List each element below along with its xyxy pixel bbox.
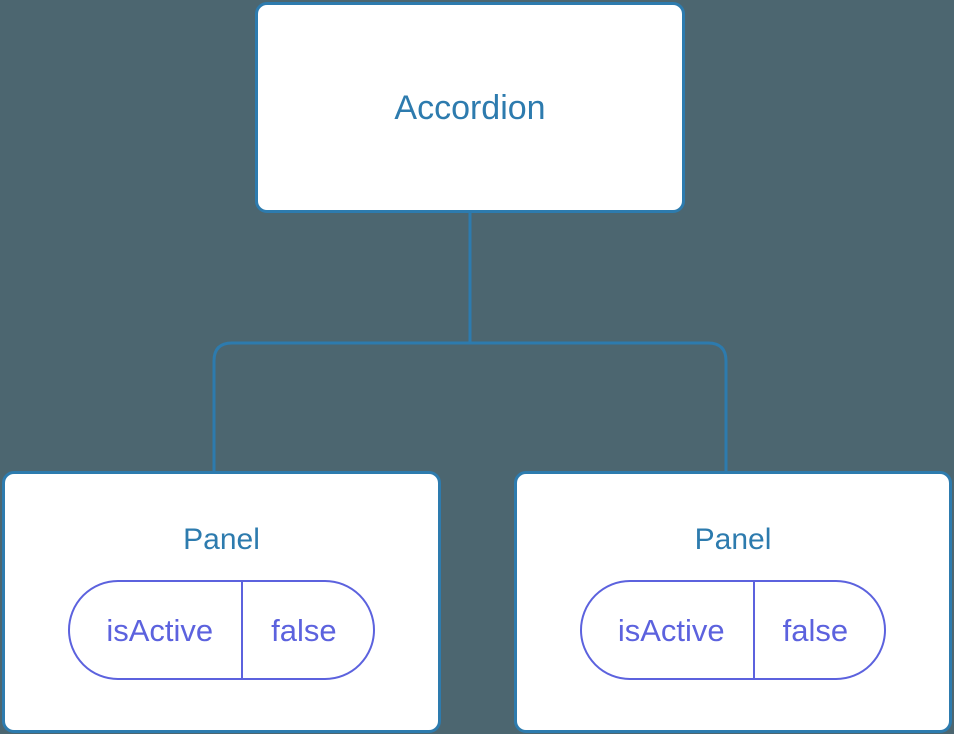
node-title: Panel: [183, 523, 260, 556]
state-value: false: [241, 582, 372, 678]
state-pill[interactable]: isActive false: [579, 580, 887, 680]
node-title: Accordion: [394, 88, 546, 127]
node-accordion[interactable]: Accordion: [255, 2, 685, 213]
node-panel-right[interactable]: Panel isActive false: [514, 471, 952, 733]
edge-to-panel-right: [470, 341, 728, 473]
edge-to-panel-left: [212, 341, 470, 473]
state-pill[interactable]: isActive false: [68, 580, 375, 680]
state-key: isActive: [106, 612, 214, 648]
state-key: isActive: [617, 612, 725, 648]
state-value: false: [752, 582, 884, 678]
node-panel-left[interactable]: Panel isActive false: [2, 471, 441, 733]
node-title: Panel: [694, 523, 772, 556]
